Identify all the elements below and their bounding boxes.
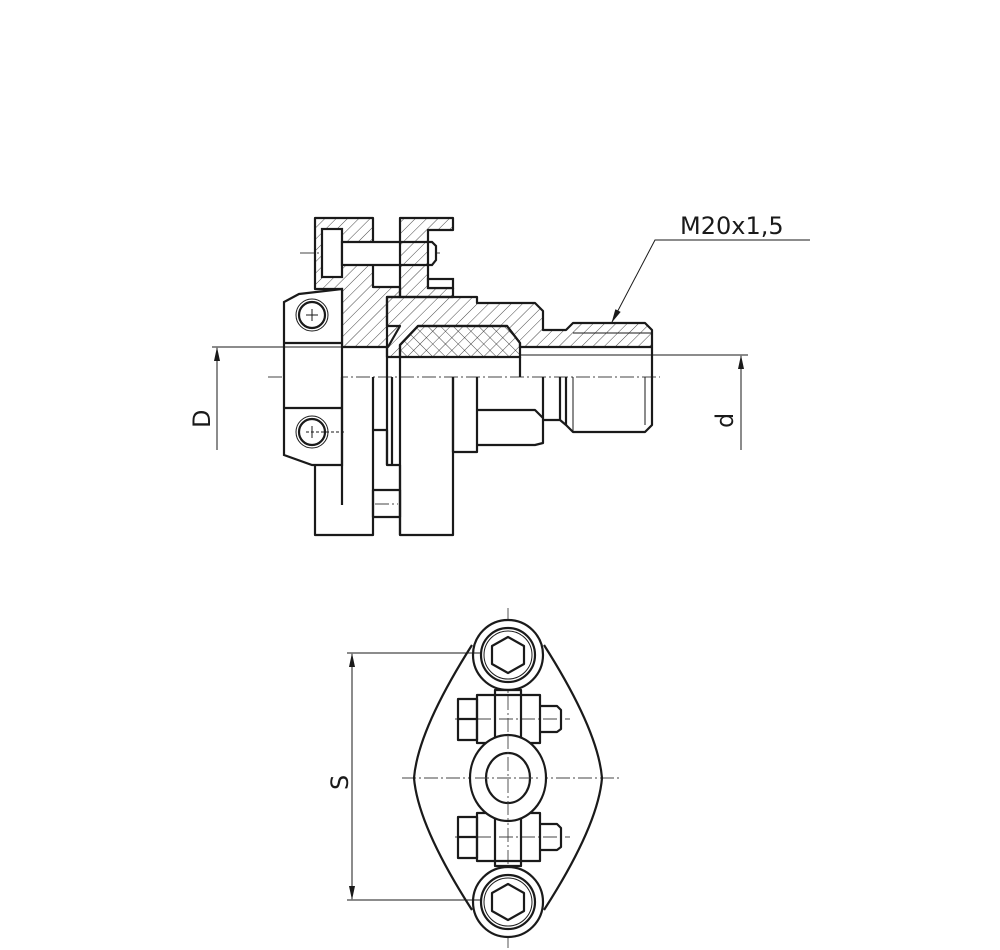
section-view	[268, 216, 660, 537]
top-socket-bolt	[471, 618, 545, 692]
right-flange-lower	[385, 347, 455, 537]
bolt-stud-bottom	[540, 822, 563, 852]
bolt-head-top	[456, 697, 479, 742]
thread-label: M20x1,5	[680, 212, 784, 240]
bolt-head-bottom	[456, 815, 479, 860]
thread-callout: M20x1,5	[611, 212, 810, 323]
flange-outline	[412, 644, 604, 911]
left-flange-lower	[313, 377, 375, 537]
hex-body-lower	[477, 408, 545, 447]
clamp-bolt-top	[297, 300, 327, 330]
hex-nut-lower	[451, 377, 479, 454]
bottom-socket-bolt	[471, 865, 545, 939]
hex-socket-icon	[490, 635, 526, 675]
clamp-bolt-top-outer	[295, 298, 329, 332]
bolt-stud-top	[540, 704, 563, 734]
plan-view	[402, 608, 620, 948]
clamp-bolt-bottom	[297, 417, 327, 447]
gasket-seal	[398, 324, 522, 359]
dimension-D-label: D	[188, 410, 216, 428]
hex-socket-icon	[490, 882, 526, 922]
flange-slot	[426, 277, 455, 290]
bolt-head	[320, 227, 344, 279]
leader-line	[611, 239, 810, 323]
dimension-S: S	[326, 652, 480, 901]
dimension-S-label: S	[326, 775, 354, 790]
dimension-d-label: d	[711, 413, 739, 428]
lower-bolt	[371, 488, 402, 519]
dimension-D: D	[188, 346, 342, 450]
dimension-d: d	[520, 354, 748, 450]
clamp-body	[282, 287, 344, 467]
